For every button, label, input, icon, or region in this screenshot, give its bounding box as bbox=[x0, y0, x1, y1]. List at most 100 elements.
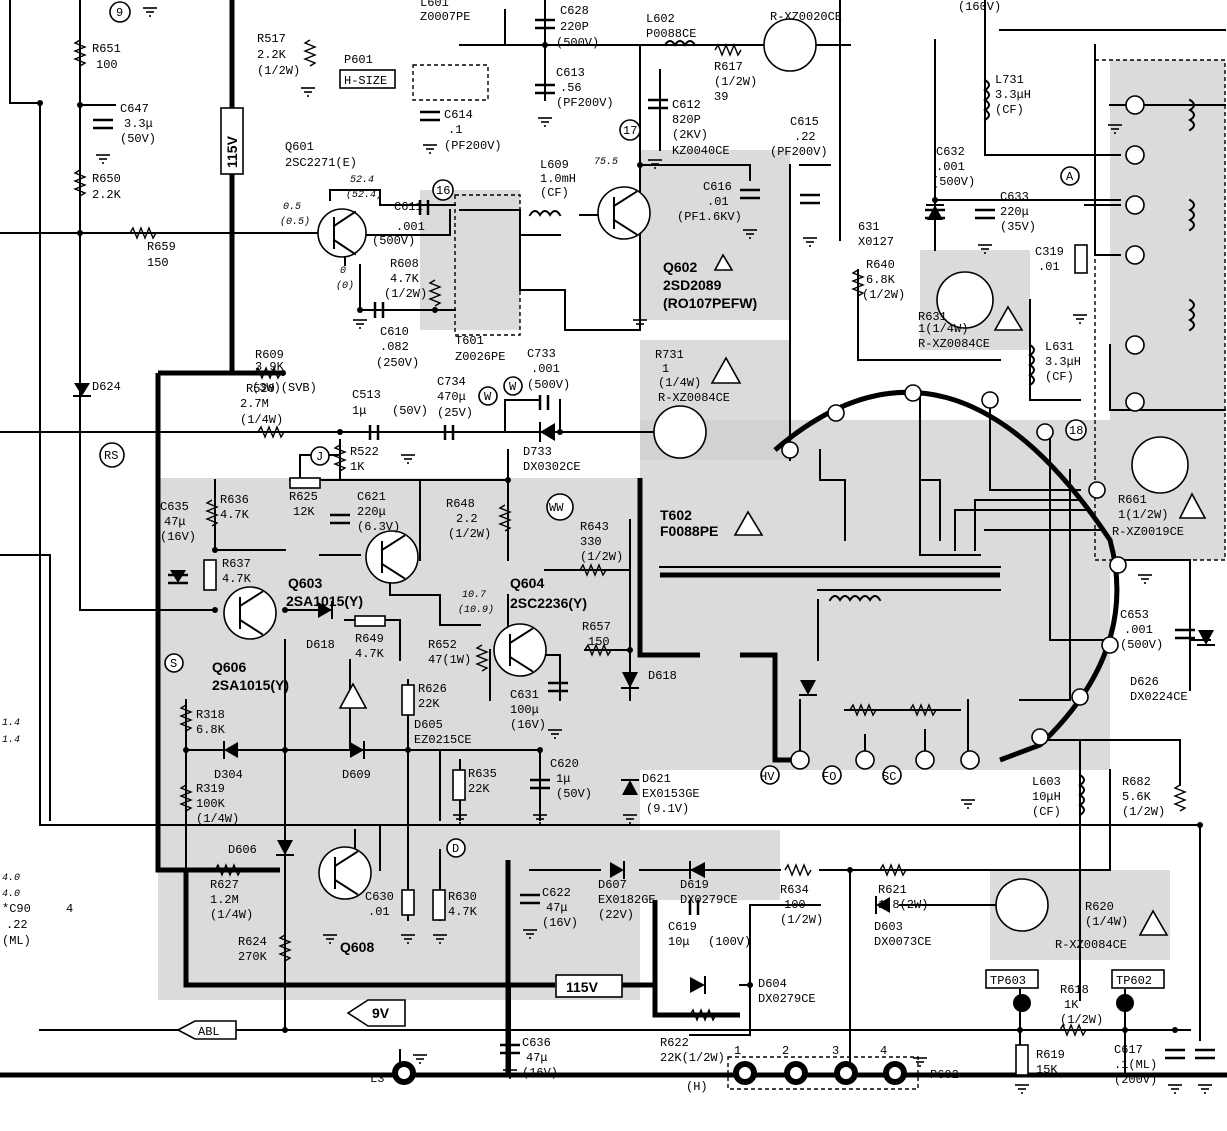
c628-rating: (500V) bbox=[556, 36, 599, 50]
v9-label: 9V bbox=[372, 1005, 390, 1021]
pin-16: 16 bbox=[436, 184, 450, 198]
l601-ref: L601 bbox=[420, 0, 449, 10]
c653-rating: (500V) bbox=[1120, 638, 1163, 652]
c617-val: .1(ML) bbox=[1114, 1058, 1157, 1072]
q604-v1b: (10.9) bbox=[458, 604, 494, 616]
r517-ref: R517 bbox=[257, 32, 286, 46]
c612-ref: C612 bbox=[672, 98, 701, 112]
r636-val: 4.7K bbox=[220, 508, 250, 522]
pin-d: D bbox=[452, 842, 459, 856]
c633-ref: C633 bbox=[1000, 190, 1029, 204]
r640-rating: (1/2W) bbox=[862, 288, 905, 302]
d604-ref: D604 bbox=[758, 977, 787, 991]
pin-a: A bbox=[1066, 170, 1074, 184]
transistor-symbols bbox=[223, 186, 651, 900]
c647-rating: (50V) bbox=[120, 132, 156, 146]
pin-ww: WW bbox=[549, 501, 564, 515]
v9-arrow bbox=[346, 999, 406, 1027]
d607-val: EX0182GE bbox=[598, 893, 656, 907]
r635-val: 22K bbox=[468, 782, 490, 796]
c610-rating: (250V) bbox=[376, 356, 419, 370]
r617-ref: R617 bbox=[714, 60, 743, 74]
q602-v: 75.5 bbox=[594, 157, 618, 168]
r318-val: 6.8K bbox=[196, 723, 226, 737]
h-size-box bbox=[339, 69, 396, 89]
d606-ref: D606 bbox=[228, 843, 257, 857]
r731-rating: (1/4W) bbox=[658, 376, 701, 390]
r520-val: 2.7M bbox=[240, 397, 269, 411]
resistors bbox=[73, 39, 1187, 1037]
q606-part: 2SA1015(Y) bbox=[212, 677, 289, 693]
tp602-label: TP602 bbox=[1116, 974, 1152, 988]
r517-rating: (1/2W) bbox=[257, 64, 300, 78]
r643-rating: (1/2W) bbox=[580, 550, 623, 564]
c632-ref: C632 bbox=[936, 145, 965, 159]
edge-t4: 4.0 bbox=[2, 889, 20, 900]
r651-ref: R651 bbox=[92, 42, 121, 56]
q604-part: 2SC2236(Y) bbox=[510, 595, 587, 611]
edge-t1: 1.4 bbox=[2, 718, 20, 729]
r659-val: 150 bbox=[147, 256, 169, 270]
c630-val: .01 bbox=[368, 905, 390, 919]
c619-val: 10μ bbox=[668, 935, 690, 949]
r609-val: 3.9K bbox=[255, 360, 285, 374]
diodes bbox=[73, 204, 1215, 994]
r630-ref: R630 bbox=[448, 890, 477, 904]
d733-ref: D733 bbox=[523, 445, 552, 459]
r624-val: 270K bbox=[238, 950, 268, 964]
r634-val: 100 bbox=[784, 898, 806, 912]
q601-v2: 0.5 bbox=[283, 202, 301, 213]
c734-val: 470μ bbox=[437, 390, 466, 404]
r621-ref: R621 bbox=[878, 883, 907, 897]
r650-ref: R650 bbox=[92, 172, 121, 186]
d626-ref: D626 bbox=[1130, 675, 1159, 689]
c613-ref: C613 bbox=[556, 66, 585, 80]
r620-ref: R620 bbox=[1085, 900, 1114, 914]
c628-ref: C628 bbox=[560, 4, 589, 18]
r625-val: 12K bbox=[293, 505, 315, 519]
fo-label: FO bbox=[822, 770, 836, 784]
r608-val: 4.7K bbox=[390, 272, 420, 286]
c632-val: .001 bbox=[936, 160, 965, 174]
r682-ref: R682 bbox=[1122, 775, 1151, 789]
c614-rating: (PF200V) bbox=[444, 139, 502, 153]
edge-t3: 4.0 bbox=[2, 873, 20, 884]
pin-j: J bbox=[316, 450, 323, 464]
r652-ref: R652 bbox=[428, 638, 457, 652]
c611-val: .001 bbox=[396, 220, 425, 234]
l631-ref: L631 bbox=[1045, 340, 1074, 354]
q602-ref: Q602 bbox=[663, 259, 697, 275]
c622-rating: (16V) bbox=[542, 916, 578, 930]
r617-val: 39 bbox=[714, 90, 728, 104]
q601-v3: 0 bbox=[340, 266, 346, 277]
l603-val: 10μH bbox=[1032, 790, 1061, 804]
r648-rating: (1/2W) bbox=[448, 527, 491, 541]
r640-val: 6.8K bbox=[866, 273, 896, 287]
d609-ref: D609 bbox=[342, 768, 371, 782]
c628-val: 220P bbox=[560, 20, 589, 34]
c612-val: 820P bbox=[672, 113, 701, 127]
r634-rating: (1/2W) bbox=[780, 913, 823, 927]
pin-badges bbox=[99, 1, 1087, 858]
d618-ref: D618 bbox=[306, 638, 335, 652]
r619-ref: R619 bbox=[1036, 1048, 1065, 1062]
r622-ref: R622 bbox=[660, 1036, 689, 1050]
edge-t6: .22 bbox=[6, 918, 28, 932]
c619-rating: (100V) bbox=[708, 935, 751, 949]
c611-rating: (500V) bbox=[372, 234, 415, 248]
r626-ref: R626 bbox=[418, 682, 447, 696]
fbt-pins bbox=[781, 95, 1145, 770]
sc-label: SC bbox=[882, 770, 896, 784]
fusible-resistors bbox=[653, 18, 1189, 932]
c613-rating: (PF200V) bbox=[556, 96, 614, 110]
h-conn-label: (H) bbox=[686, 1080, 708, 1094]
p601-box bbox=[412, 64, 489, 101]
r618-ref: R618 bbox=[1060, 983, 1089, 997]
component-labels: R651 100 C647 3.3μ (50V) R650 2.2K R659 … bbox=[2, 0, 1188, 1094]
top-right-rating: (160V) bbox=[958, 0, 1001, 14]
abl-label: ABL bbox=[198, 1025, 220, 1039]
c622-ref: C622 bbox=[542, 886, 571, 900]
r522-val: 1K bbox=[350, 460, 365, 474]
r731-val: 1 bbox=[662, 362, 669, 376]
l731-ref: L731 bbox=[995, 73, 1024, 87]
